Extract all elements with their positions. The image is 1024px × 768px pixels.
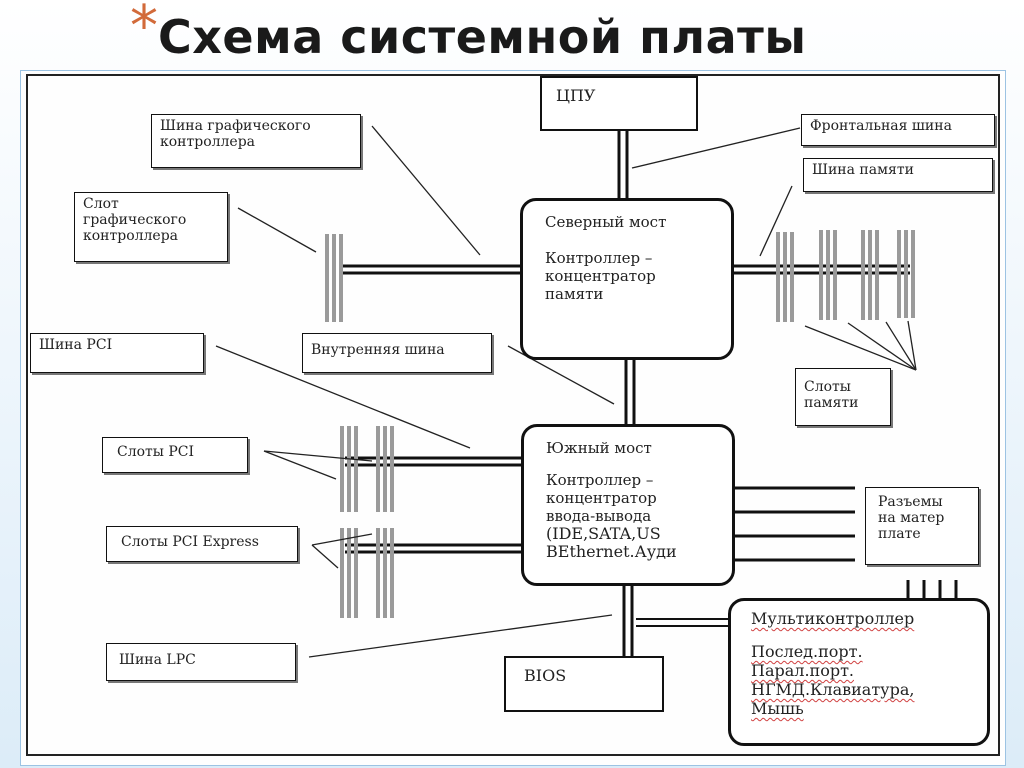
- title-text: Схема системной платы: [158, 10, 807, 64]
- leader-memory-bus: [759, 185, 793, 257]
- leader-mem-slot-2: [847, 322, 917, 371]
- north-bridge-title: Северный мост: [545, 213, 667, 231]
- north-bridge-box: Северный мост Контроллер – концентратор …: [520, 198, 734, 360]
- page-title: *Схема системной платы: [130, 0, 807, 72]
- leader-mem-slot-3: [885, 321, 917, 371]
- pci-slots-text: Слоты PCI: [117, 444, 195, 460]
- leader-pcie-slot-1: [311, 544, 339, 569]
- bios-box: BIOS: [504, 656, 664, 712]
- south-bridge-box: Южный мост Контроллер – концентратор вво…: [521, 424, 735, 586]
- label-memory-slots: Слоты памяти: [795, 368, 891, 426]
- cpu-label: ЦПУ: [556, 86, 596, 105]
- bios-label: BIOS: [524, 666, 567, 685]
- leader-lpc: [308, 614, 613, 658]
- leader-graphics-bus: [371, 125, 481, 256]
- leader-mem-slot-1: [804, 325, 917, 371]
- label-pcie-slots: Слоты PCI Express: [106, 526, 298, 562]
- label-internal-bus: Внутренняя шина: [302, 333, 492, 373]
- leader-pci-slot-1: [263, 450, 337, 480]
- internal-bus-text: Внутренняя шина: [311, 342, 445, 358]
- graphics-bus-text: Шина графического контроллера: [160, 118, 311, 150]
- leader-graphics-slot: [237, 207, 317, 253]
- graphics-slot-text: Слот графического контроллера: [83, 196, 187, 244]
- label-memory-bus: Шина памяти: [803, 158, 993, 192]
- multicontroller-box: Мультиконтроллер Послед.порт. Парал.порт…: [728, 598, 990, 746]
- board-connectors-text: Разъемы на матер плате: [878, 494, 945, 542]
- multicontroller-title: Мультиконтроллер: [751, 609, 915, 628]
- label-pci-slots: Слоты PCI: [102, 437, 248, 473]
- pcie-slots-text: Слоты PCI Express: [121, 534, 259, 550]
- pci-bus-text: Шина PCI: [39, 337, 113, 353]
- label-lpc-bus: Шина LPC: [106, 643, 296, 681]
- leader-mem-slot-4: [907, 320, 917, 371]
- label-front-bus: Фронтальная шина: [801, 114, 995, 146]
- title-bullet: *: [130, 0, 158, 59]
- south-bridge-subtitle: Контроллер – концентратор ввода-вывода: [546, 471, 657, 525]
- label-pci-bus: Шина PCI: [30, 333, 204, 373]
- leader-front-bus: [631, 127, 801, 169]
- lpc-bus-text: Шина LPC: [119, 652, 196, 668]
- north-bridge-subtitle: Контроллер – концентратор памяти: [545, 249, 656, 303]
- leader-lines: [215, 125, 917, 658]
- multicontroller-items: Послед.порт. Парал.порт. НГМД.Клавиатура…: [751, 642, 915, 718]
- memory-slots-text: Слоты памяти: [804, 379, 859, 411]
- memory-bus-text: Шина памяти: [812, 162, 914, 178]
- front-bus-text: Фронтальная шина: [810, 118, 952, 134]
- leader-pci-slot-2: [263, 450, 373, 462]
- label-graphics-slot: Слот графического контроллера: [74, 192, 228, 262]
- leader-pci-bus: [215, 345, 471, 449]
- south-bridge-title: Южный мост: [546, 439, 652, 457]
- label-board-connectors: Разъемы на матер плате: [865, 487, 979, 565]
- leader-pcie-slot-2: [311, 533, 373, 546]
- south-bridge-detail: (IDE,SATA,US BEthernet.Ауди: [546, 524, 677, 561]
- cpu-box: ЦПУ: [540, 76, 698, 131]
- diagram-frame: [26, 74, 1000, 756]
- slot-bars: [325, 230, 915, 618]
- label-graphics-bus: Шина графического контроллера: [151, 114, 361, 168]
